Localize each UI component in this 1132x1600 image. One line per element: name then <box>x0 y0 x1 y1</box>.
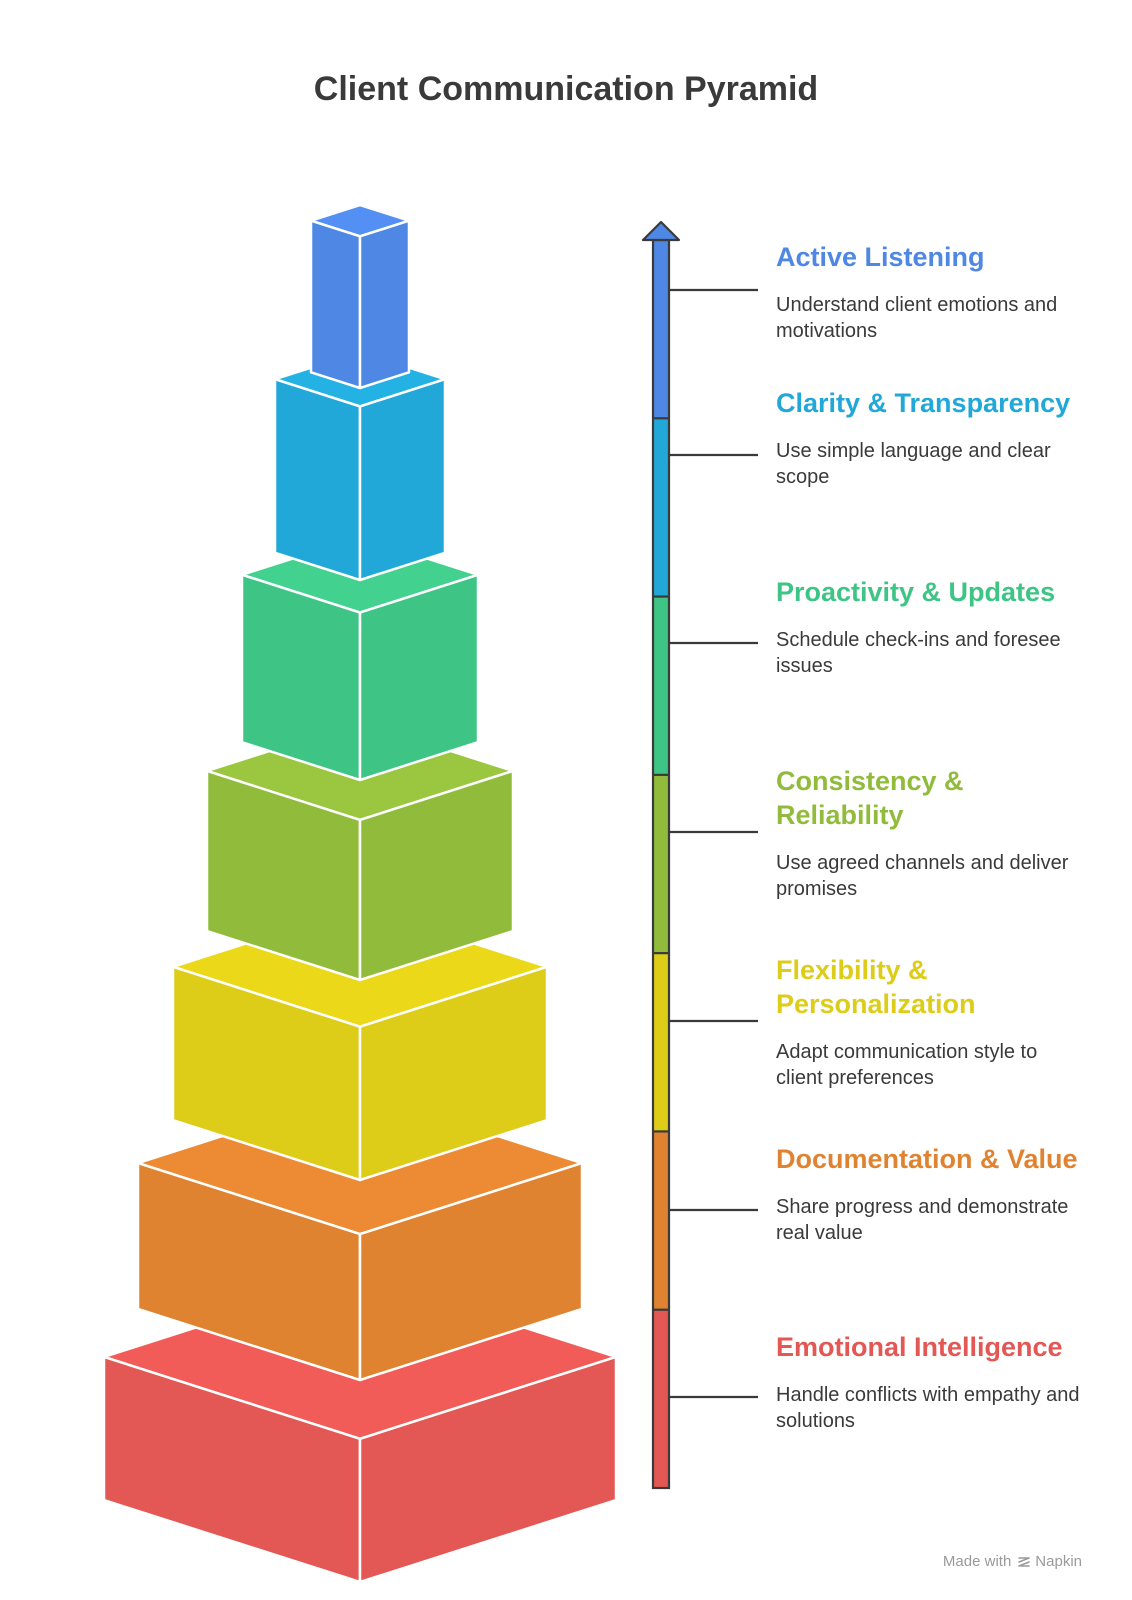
made-with-label: Made with <box>943 1553 1011 1570</box>
brand: Napkin <box>1017 1553 1082 1570</box>
level-description: Schedule check-ins and foresee issues <box>776 627 1086 679</box>
level-description: Share progress and demonstrate real valu… <box>776 1194 1086 1246</box>
level-description: Handle conflicts with empathy and soluti… <box>776 1382 1086 1434</box>
axis-segment <box>653 775 669 953</box>
level-item: Flexibility & Personalization Adapt comm… <box>776 953 1086 1091</box>
napkin-logo-icon <box>1017 1555 1031 1569</box>
level-item: Documentation & Value Share progress and… <box>776 1142 1086 1246</box>
level-description: Adapt communication style to client pref… <box>776 1039 1086 1091</box>
level-title: Emotional Intelligence <box>776 1330 1086 1364</box>
level-title: Consistency & Reliability <box>776 764 1086 832</box>
axis-segment <box>653 1310 669 1488</box>
box-left-face <box>311 221 360 388</box>
level-item: Active Listening Understand client emoti… <box>776 240 1086 344</box>
box-left-face <box>275 379 360 580</box>
level-title: Flexibility & Personalization <box>776 953 1086 1021</box>
box-right-face <box>360 379 445 580</box>
level-title: Clarity & Transparency <box>776 386 1086 420</box>
axis-segment <box>653 240 669 418</box>
level-item: Emotional Intelligence Handle conflicts … <box>776 1330 1086 1434</box>
level-item: Proactivity & Updates Schedule check-ins… <box>776 575 1086 679</box>
level-title: Active Listening <box>776 240 1086 274</box>
brand-name: Napkin <box>1035 1553 1082 1570</box>
axis-segment <box>653 953 669 1131</box>
axis-segment <box>653 418 669 596</box>
box-left-face <box>242 575 360 780</box>
level-item: Consistency & Reliability Use agreed cha… <box>776 764 1086 902</box>
pyramid-box <box>311 205 409 388</box>
axis-segment <box>653 1131 669 1309</box>
level-title: Proactivity & Updates <box>776 575 1086 609</box>
pyramid-stack <box>104 205 616 1582</box>
level-description: Use simple language and clear scope <box>776 438 1086 490</box>
footer-attribution: Made with Napkin <box>943 1553 1082 1570</box>
box-right-face <box>360 575 478 780</box>
axis-arrow-head <box>643 222 679 240</box>
progress-axis <box>643 222 758 1488</box>
level-title: Documentation & Value <box>776 1142 1086 1176</box>
box-right-face <box>360 221 409 388</box>
level-description: Understand client emotions and motivatio… <box>776 292 1086 344</box>
axis-segment <box>653 597 669 775</box>
level-description: Use agreed channels and deliver promises <box>776 850 1086 902</box>
level-item: Clarity & Transparency Use simple langua… <box>776 386 1086 490</box>
